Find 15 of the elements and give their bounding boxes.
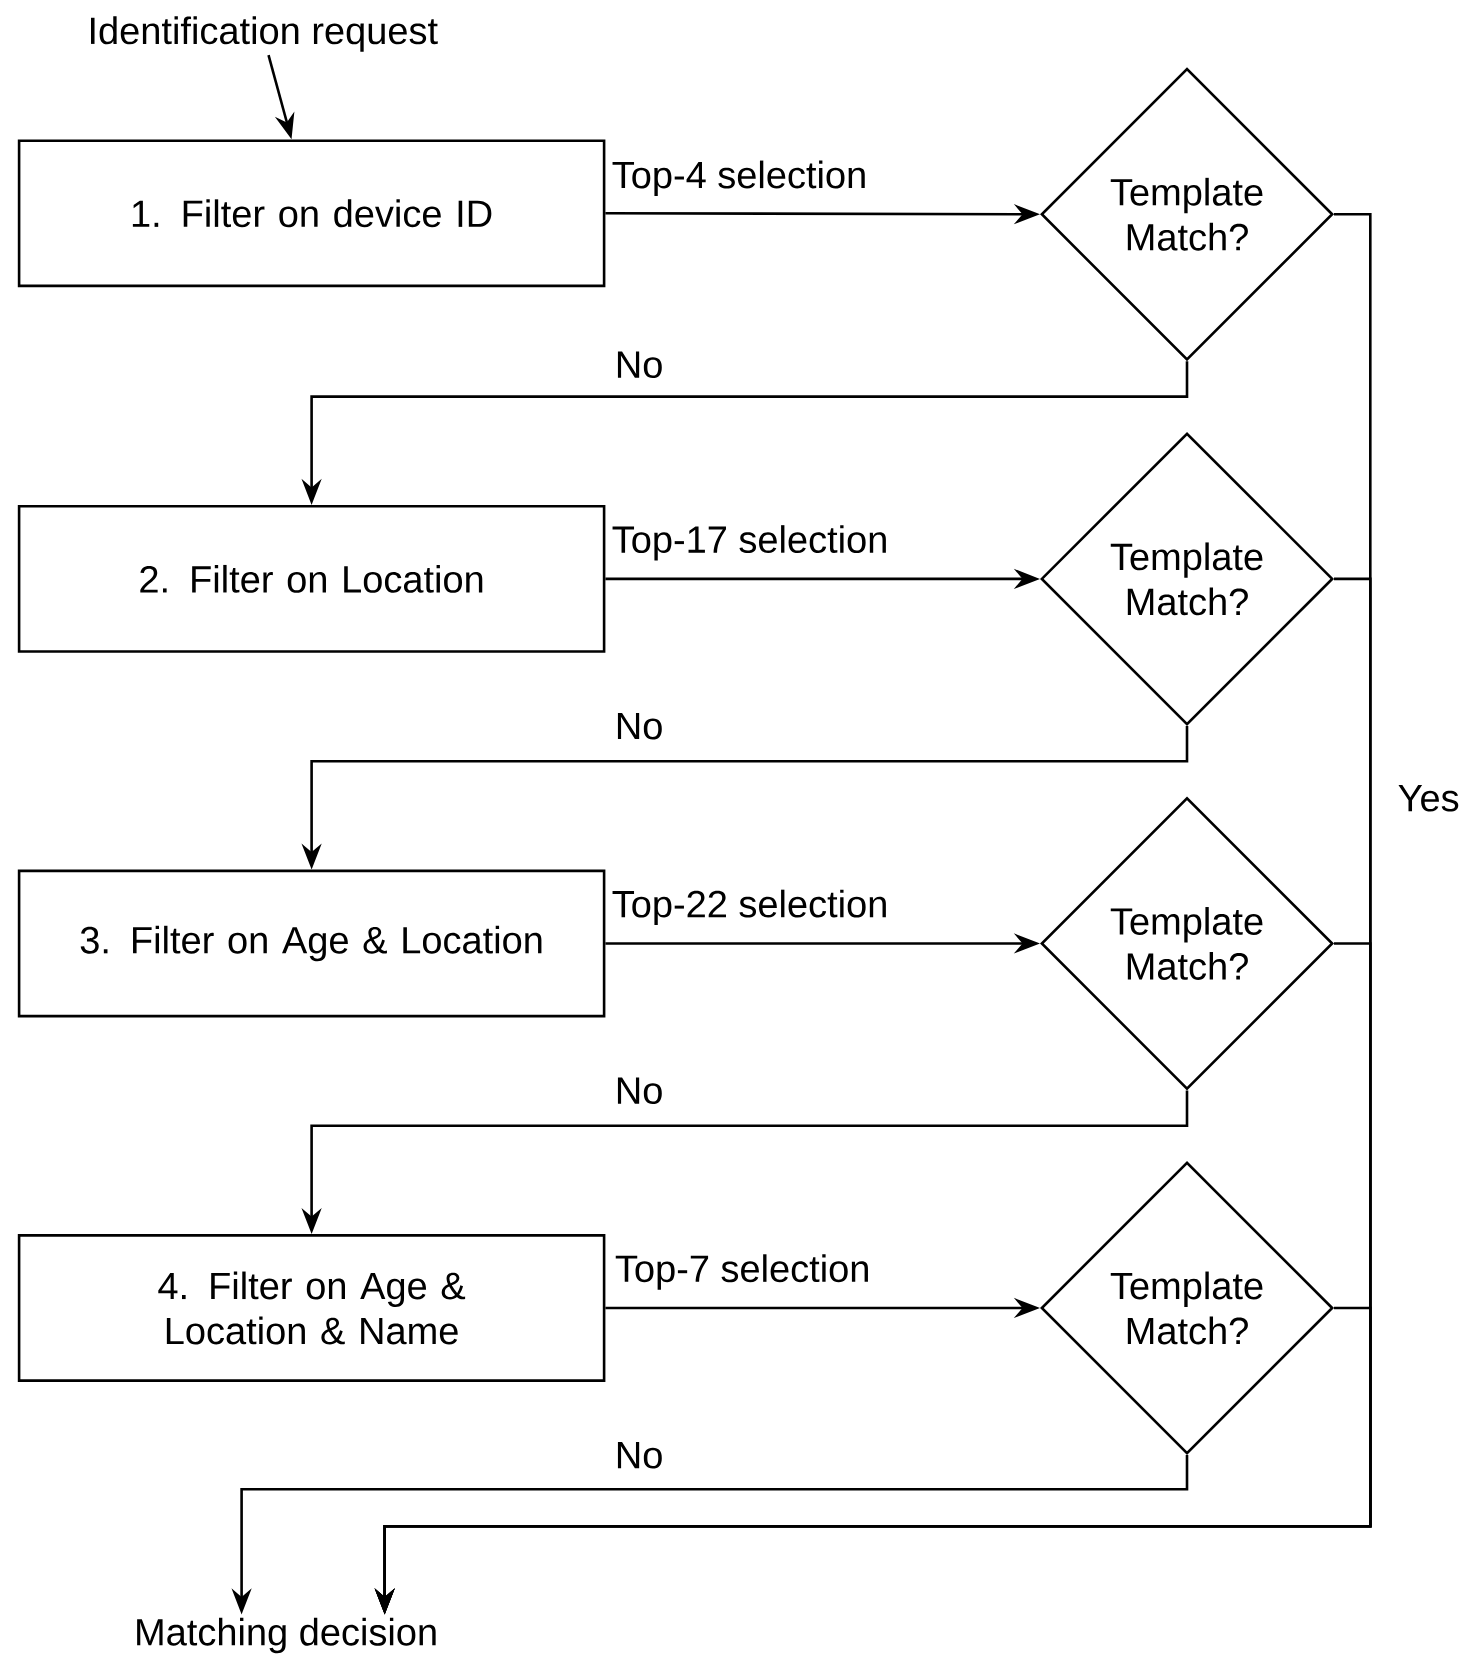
edge-label: No [617,1442,662,1469]
terminal-text: Matching decision [137,1617,436,1654]
edge-label: No [617,1077,662,1105]
edge-label: No [617,351,662,379]
edge-label: No [617,712,662,740]
edge-label: Top-4 selection [612,160,865,196]
process-box: 4. Filter on Age & Location & Name [17,1234,606,1382]
edge-label: Top-17 selection [612,525,886,561]
edge-label: Yes [1398,785,1459,812]
process-box: 3. Filter on Age & Location [17,869,606,1018]
process-box: 1. Filter on device ID [17,139,606,288]
edge-label: Top-22 selection [612,889,886,926]
edge-label: Top-7 selection [615,1254,868,1290]
process-box: 2. Filter on Location [17,505,606,653]
terminal-text: Identification request [91,16,438,52]
